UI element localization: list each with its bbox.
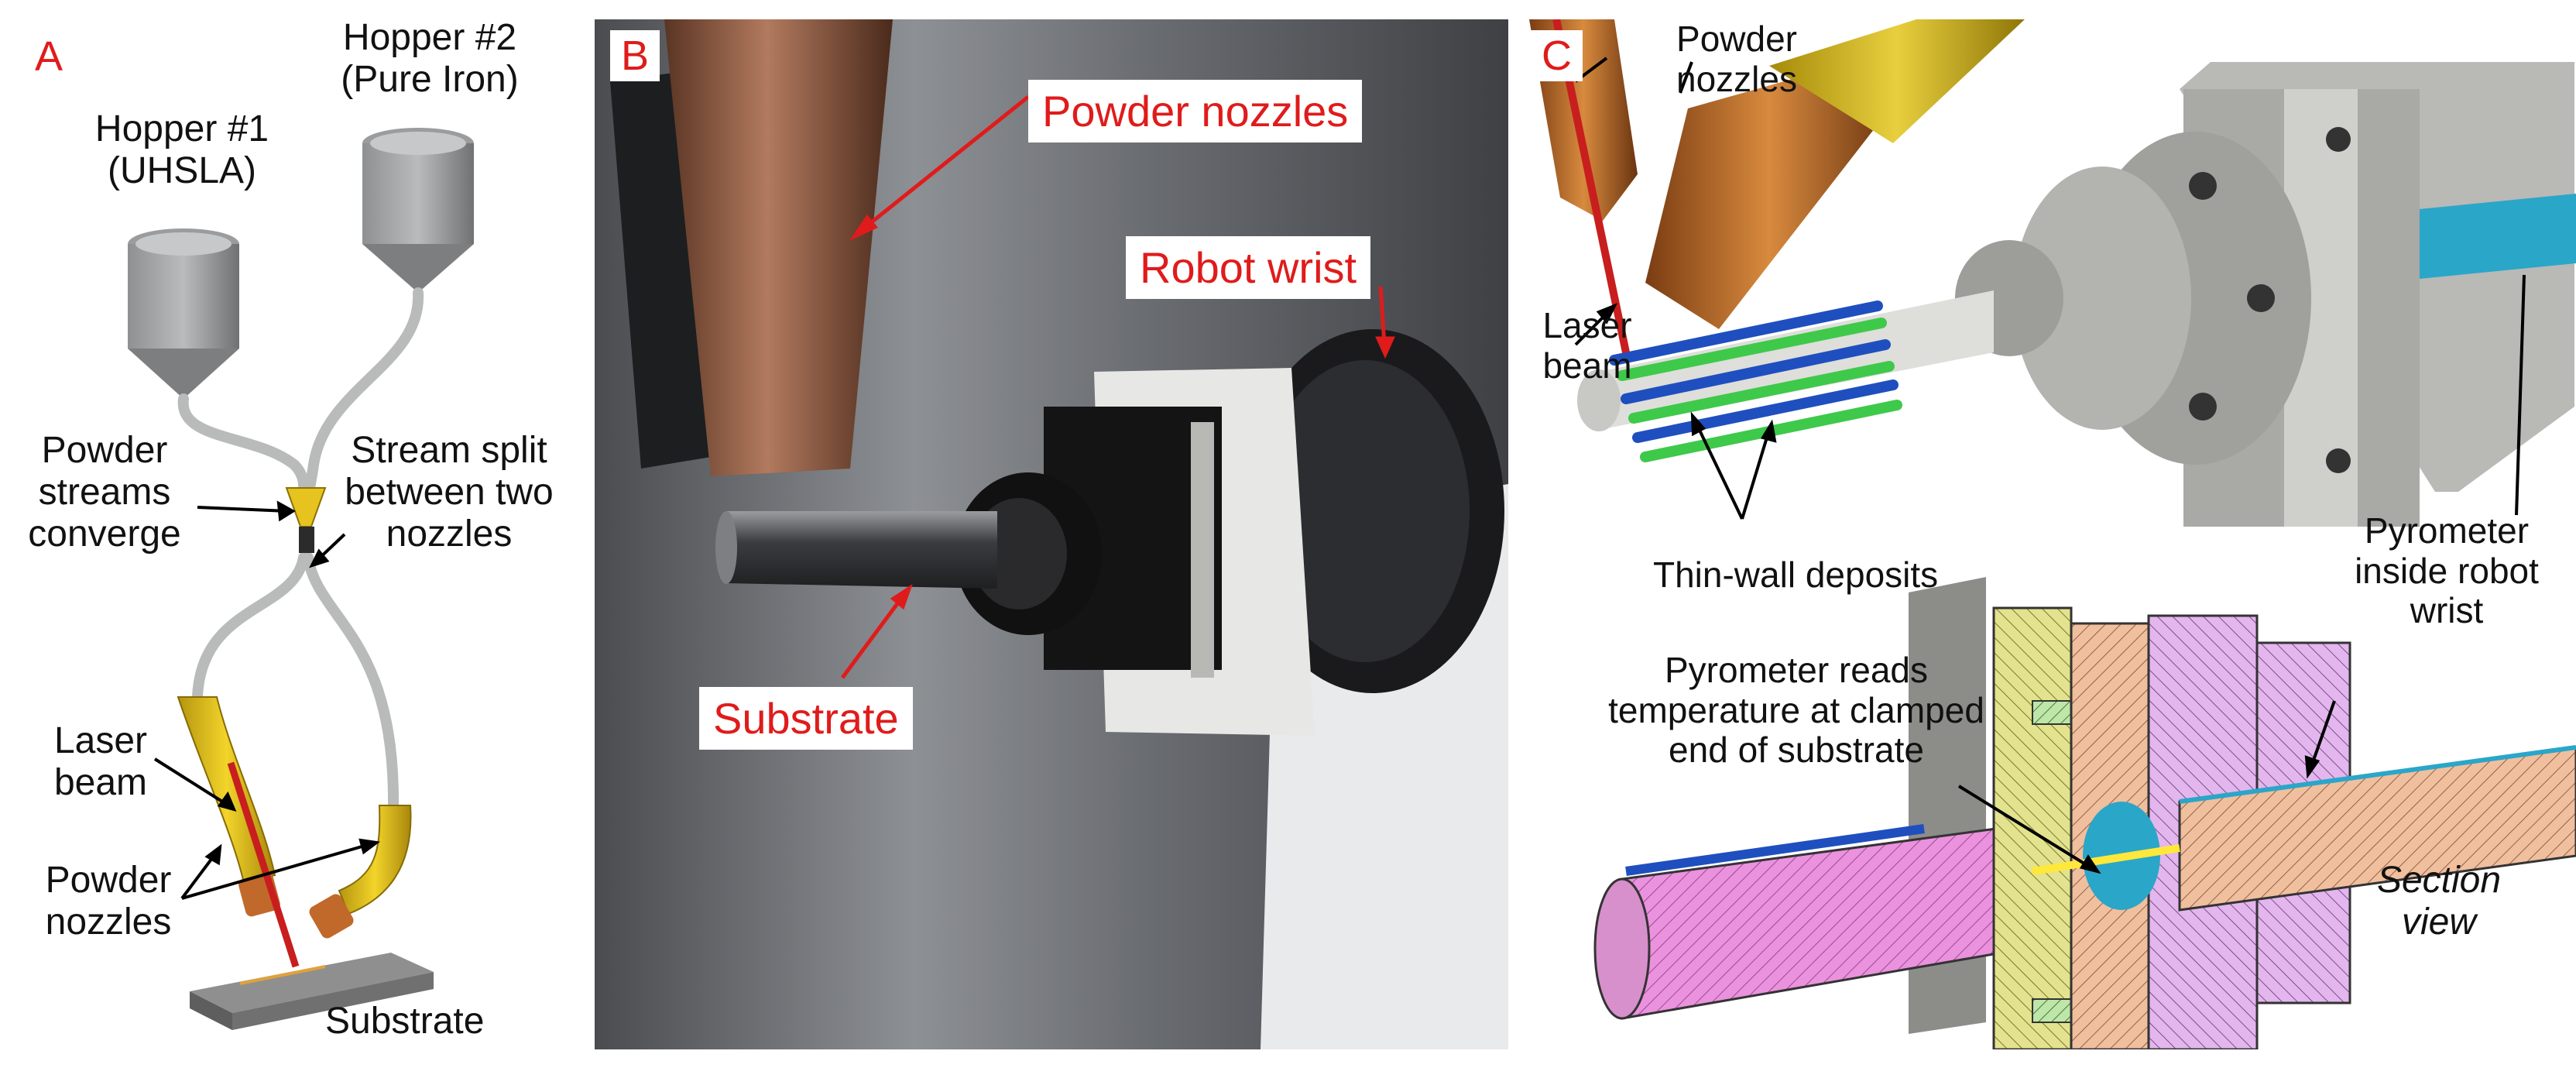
panel-c-drawing (1529, 19, 2576, 1049)
hopper-1-label: Hopper #1 (UHSLA) (70, 108, 294, 192)
split-label: Stream split between two nozzles (333, 430, 565, 555)
split-label-line2: between two (345, 471, 554, 513)
panel-b-photo: B Powder nozzles Robot wrist Substrate (595, 19, 1508, 1049)
laser-beam-3d-label-line1: Laser (1542, 305, 1632, 345)
laser-beam-3d-label-line2: beam (1542, 345, 1632, 386)
panel-a-schematic: A Hopper #1 (UHSLA) Hopper #2 (Pure Iron… (0, 0, 588, 1068)
panel-c-arrows (1574, 57, 2526, 874)
hopper-2-icon (362, 128, 474, 293)
converge-label: Powder streams converge (8, 430, 201, 555)
powder-nozzles-3d-label-line2: nozzles (1676, 58, 1797, 99)
laser-beam-label-line2: beam (53, 761, 148, 803)
hopper-2-label: Hopper #2 (Pure Iron) (306, 17, 554, 101)
nozzle-3d-gold (1769, 19, 2025, 143)
converge-label-line2: streams (38, 471, 171, 513)
panel-a-drawing (128, 128, 474, 1030)
robot-wrist-callout: Robot wrist (1126, 236, 1371, 299)
hopper-1-icon (128, 228, 239, 399)
panel-b-letter: B (610, 30, 660, 81)
powder-nozzles-callout: Powder nozzles (1028, 80, 1363, 143)
converge-label-line1: Powder (41, 430, 168, 471)
pyrometer-reads-label-line3: end of substrate (1669, 730, 1924, 771)
hopper-2-label-line1: Hopper #2 (342, 17, 517, 58)
section-view (1593, 577, 2576, 1049)
nozzle-right-icon (309, 805, 412, 939)
substrate-callout: Substrate (699, 687, 913, 750)
converge-label-line3: converge (28, 513, 181, 555)
laser-beam-label-line1: Laser (53, 720, 148, 761)
powder-nozzles-label-line1: Powder (45, 860, 172, 901)
powder-tubes (177, 287, 424, 811)
nozzle-front (664, 19, 893, 476)
thin-wall-deposits (1609, 300, 1902, 462)
split-label-line3: nozzles (386, 513, 513, 555)
powder-nozzles-label: Powder nozzles (31, 860, 186, 943)
powder-nozzles-3d-label-line1: Powder (1676, 19, 1797, 59)
pyrometer-tube (2420, 194, 2576, 279)
laser-beam-line (227, 761, 300, 968)
hopper-2-label-line2: (Pure Iron) (341, 58, 519, 100)
pyrometer-label: Pyrometer inside robot wrist (2323, 510, 2571, 631)
pyrometer-reads-label: Pyrometer reads temperature at clamped e… (1595, 650, 1998, 771)
section-view-label: Section view (2358, 860, 2520, 943)
panel-b-drawing (595, 19, 1508, 1049)
pyrometer-reads-label-line2: temperature at clamped (1608, 689, 1984, 730)
substrate-label: Substrate (325, 1001, 485, 1042)
panel-c-letter: C (1531, 30, 1583, 81)
pyrometer-label-line3: wrist (2410, 590, 2484, 631)
substrate-plate-icon (190, 953, 434, 1030)
converge-funnel-icon (285, 487, 327, 553)
hopper-1-label-line1: Hopper #1 (94, 108, 269, 149)
hopper-1-label-line2: (UHSLA) (107, 149, 257, 191)
powder-nozzles-label-line2: nozzles (45, 901, 172, 943)
laser-beam-3d-label: Laser beam (1529, 305, 1645, 386)
fixture-3d (1955, 62, 2574, 527)
nozzle-3d-right (1645, 66, 1893, 329)
laser-beam-label: Laser beam (39, 720, 163, 804)
section-view-label-line2: view (2401, 901, 2477, 943)
pyrometer-label-line1: Pyrometer (2364, 510, 2530, 551)
panel-b-arrows (840, 95, 1395, 679)
thin-wall-label: Thin-wall deposits (1653, 555, 1939, 595)
section-view-label-line1: Section (2376, 860, 2502, 901)
pyrometer-reads-label-line1: Pyrometer reads (1664, 650, 1928, 690)
panel-c-cad: C Powder nozzles Laser beam Thin-wall de… (1529, 19, 2576, 1049)
panel-a-arrows (153, 500, 381, 900)
split-label-line1: Stream split (351, 430, 547, 471)
pyrometer-label-line2: inside robot (2355, 550, 2539, 591)
robot-wrist-flange (1241, 329, 1504, 693)
panel-a-letter: A (35, 33, 63, 80)
substrate-rod (726, 511, 997, 589)
powder-nozzles-3d-label: Powder nozzles (1652, 19, 1822, 99)
